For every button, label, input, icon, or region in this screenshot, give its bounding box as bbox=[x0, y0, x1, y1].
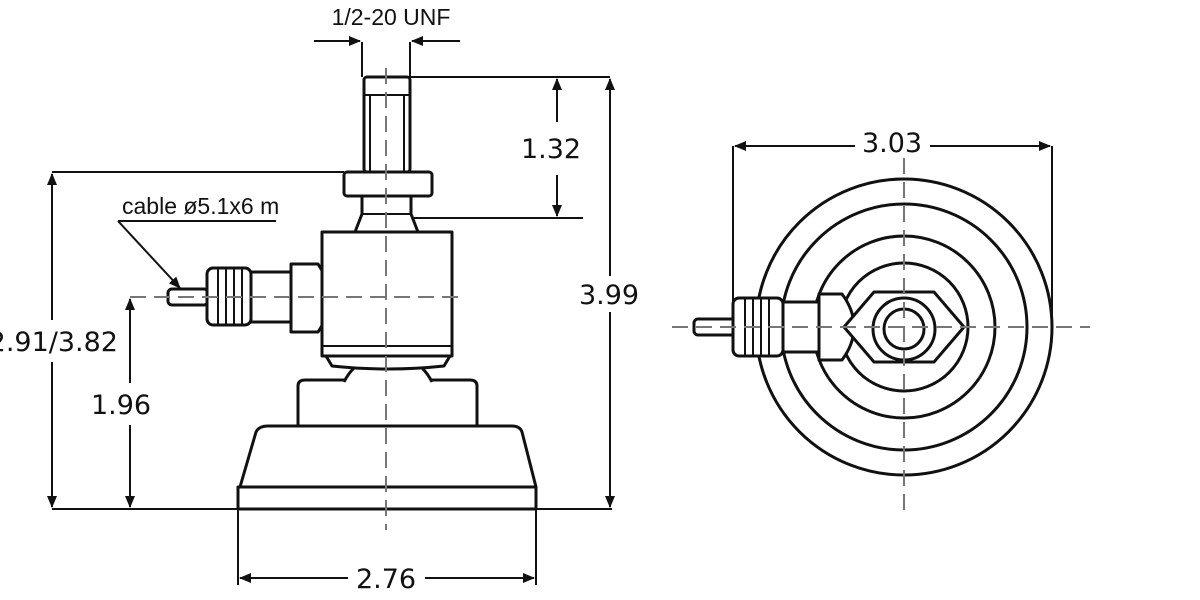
connector-height-label: 1.96 bbox=[91, 390, 151, 421]
foot-cylinder bbox=[296, 378, 479, 428]
total-height-dimension: 3.99 bbox=[536, 78, 639, 510]
jam-nut bbox=[342, 170, 434, 198]
diameter-dimension: 3.03 bbox=[732, 128, 1053, 316]
side-view: 1/2-20 UNF 1.32 3.99 2.91/3.82 bbox=[0, 4, 639, 595]
stud-height-label: 1.32 bbox=[521, 134, 581, 165]
stud-height-dimension: 1.32 bbox=[410, 76, 610, 219]
base-width-label: 2.76 bbox=[356, 564, 416, 595]
thread-label: 1/2-20 UNF bbox=[332, 4, 451, 30]
height-options-label: 2.91/3.82 bbox=[0, 327, 118, 358]
height-options-dimension: 2.91/3.82 bbox=[0, 171, 344, 510]
connector-height-dimension: 1.96 bbox=[91, 298, 151, 508]
diameter-label: 3.03 bbox=[862, 128, 922, 159]
top-view: 3.03 bbox=[672, 128, 1090, 518]
thread-dimension: 1/2-20 UNF bbox=[314, 4, 460, 77]
total-height-label: 3.99 bbox=[579, 280, 639, 311]
body-ring bbox=[324, 354, 452, 371]
cable-label: cable ø5.1x6 m bbox=[122, 193, 279, 219]
base-width-dimension: 2.76 bbox=[237, 509, 537, 595]
base-skirt bbox=[238, 424, 538, 489]
cable-callout: cable ø5.1x6 m bbox=[117, 193, 279, 289]
